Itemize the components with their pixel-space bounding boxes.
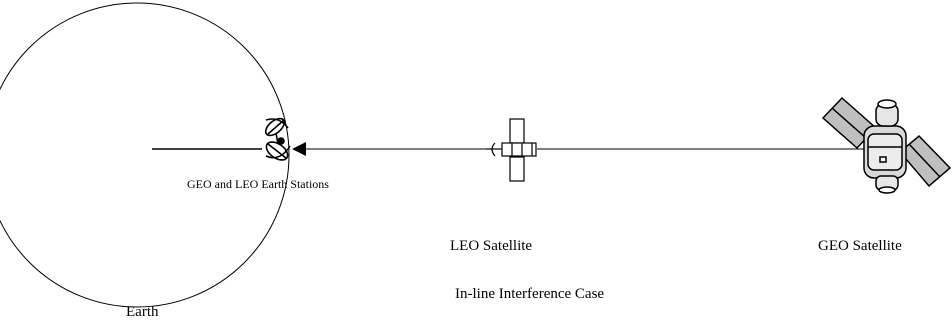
earth-circle <box>0 3 289 307</box>
leo-satellite-icon <box>486 119 536 181</box>
earth-label: Earth <box>126 305 158 320</box>
arrowhead-icon <box>292 142 306 156</box>
geo-satellite-label: GEO Satellite <box>818 239 902 254</box>
diagram-title: In-line Interference Case <box>455 287 604 302</box>
dish-antenna-icon <box>263 115 291 163</box>
earth-stations-label: GEO and LEO Earth Stations <box>187 178 329 190</box>
geo-satellite-icon <box>823 98 950 193</box>
leo-satellite-label: LEO Satellite <box>450 239 532 254</box>
